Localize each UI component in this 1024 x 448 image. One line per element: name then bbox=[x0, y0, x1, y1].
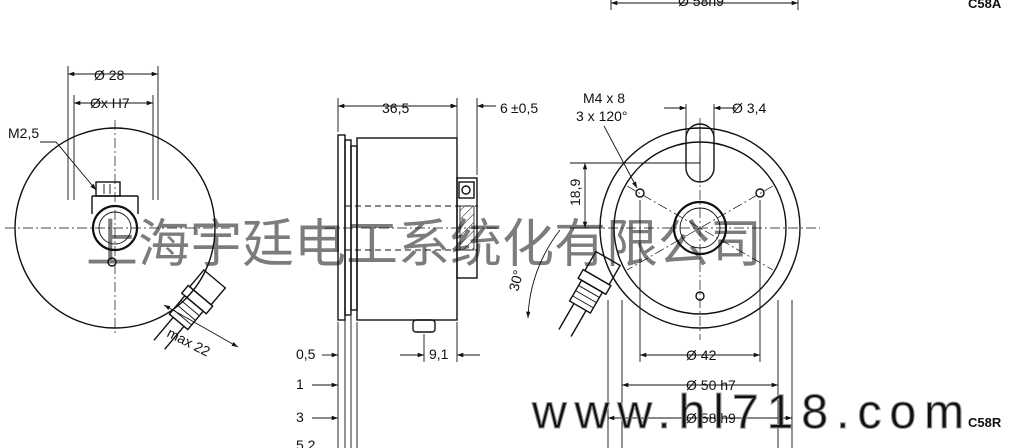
side-connector bbox=[412, 319, 436, 333]
watermark-company: 上海宇廷电工系统化有限公司 bbox=[86, 216, 762, 274]
dim-30deg: 30° bbox=[505, 268, 526, 293]
mount-hole bbox=[755, 188, 765, 198]
dim-d42: Ø 42 bbox=[686, 347, 717, 363]
label-3x120: 3 x 120° bbox=[576, 108, 628, 124]
dim-d50: Ø 50 h7 bbox=[686, 377, 736, 393]
dim-365: 36,5 bbox=[382, 100, 409, 116]
top-cut-dimension: Ø 58h9 bbox=[610, 0, 799, 10]
dim-91: 9,1 bbox=[429, 346, 449, 362]
dim-d58: Ø 58 h9 bbox=[686, 410, 736, 426]
clamping-ring bbox=[456, 177, 478, 279]
mount-hole bbox=[635, 188, 645, 198]
watermark-url: www.hl718.com bbox=[531, 386, 972, 439]
cable-gland-right bbox=[558, 250, 622, 337]
top-cut-dimension-label: Ø 58h9 bbox=[678, 0, 724, 9]
dim-05: 0,5 bbox=[296, 346, 316, 362]
side-view: 36,5 6 ±0,5 9,1 0,5 1 3 5,2 bbox=[296, 98, 538, 448]
dim-6-tol: ±0,5 bbox=[511, 100, 538, 116]
dim-d34: Ø 3,4 bbox=[732, 100, 766, 116]
right-view: M4 x 8 3 x 120° Ø 3,4 18,9 30° Ø 42 Ø 50… bbox=[505, 90, 820, 448]
corner-label-bottom: C58R bbox=[968, 415, 1002, 430]
label-m4x8: M4 x 8 bbox=[583, 90, 625, 106]
anti-rotation-slot bbox=[685, 123, 715, 183]
dim-52: 5,2 bbox=[296, 437, 316, 448]
dim-6: 6 bbox=[500, 100, 508, 116]
dim-max22: max 22 bbox=[165, 324, 213, 359]
dim-d28: Ø 28 bbox=[94, 67, 125, 83]
clamp-screw bbox=[95, 181, 121, 197]
dim-3: 3 bbox=[296, 409, 304, 425]
dim-1: 1 bbox=[296, 376, 304, 392]
dim-189: 18,9 bbox=[567, 179, 583, 206]
left-view: Ø 28 Øx H7 M2,5 max 22 bbox=[5, 66, 239, 360]
corner-label-top: C58A bbox=[968, 0, 1002, 11]
dim-dxh7: Øx H7 bbox=[90, 95, 130, 111]
label-m25: M2,5 bbox=[8, 125, 39, 141]
